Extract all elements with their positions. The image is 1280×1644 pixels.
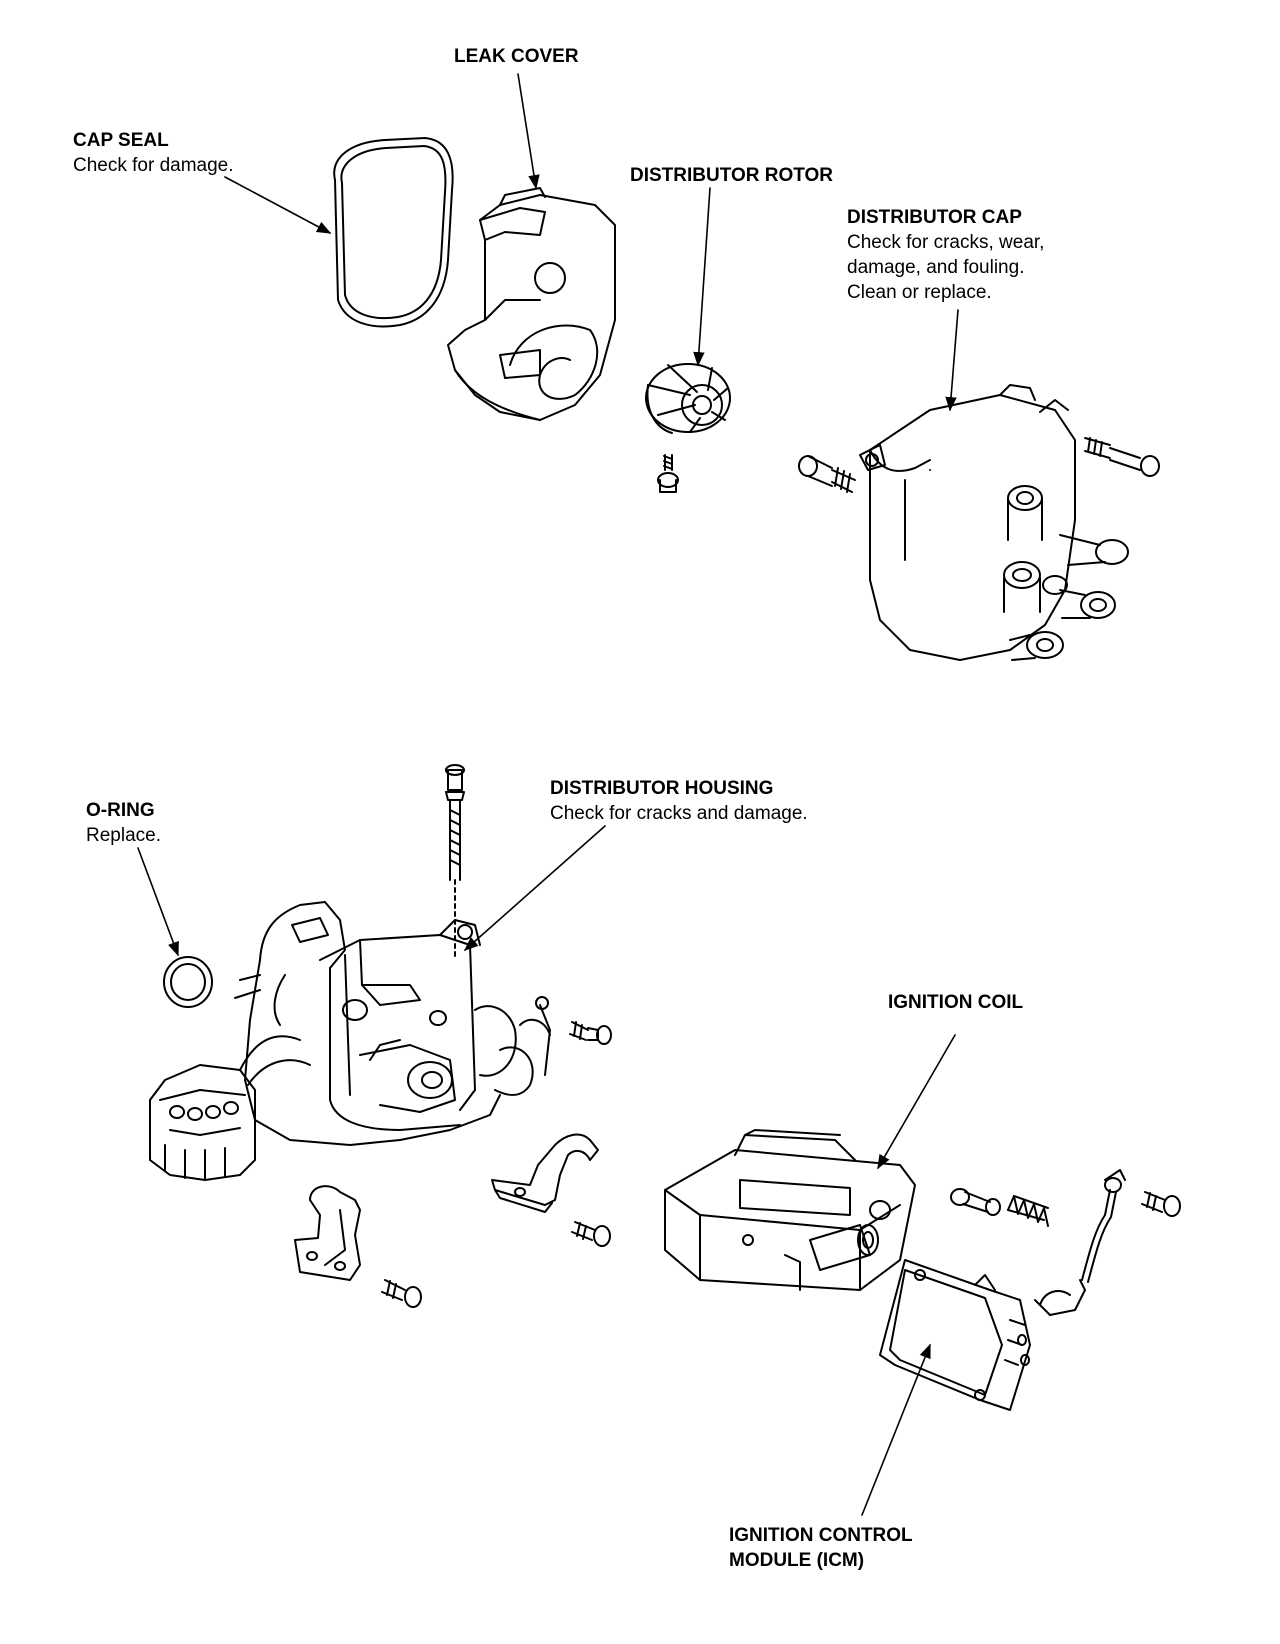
distributor-cap-note-2: damage, and fouling. [847,257,1025,278]
distributor-housing-note: Check for cracks and damage. [550,803,808,824]
leader-lines [138,74,958,1515]
distributor-housing-part [235,902,550,1145]
cap-seal-label: CAP SEAL Check for damage. [73,128,234,178]
cap-screw-right [1085,438,1159,476]
housing-bolt [446,765,464,960]
distributor-housing-title: DISTRIBUTOR HOUSING [550,778,774,799]
leak-cover-part [448,188,615,420]
ignition-coil-title: IGNITION COIL [888,992,1024,1013]
icm-title-2: MODULE (ICM) [729,1550,865,1571]
distributor-cap-note-3: Clean or replace. [847,282,992,303]
ground-screw [1142,1192,1180,1216]
housing-connector [150,1036,310,1180]
distributor-cap-note-1: Check for cracks, wear, [847,232,1045,253]
icm-part [880,1260,1030,1410]
bracket-clamp-middle [492,1135,598,1212]
distributor-housing-label: DISTRIBUTOR HOUSING Check for cracks and… [550,776,808,826]
ignition-coil-part [665,1130,915,1290]
leak-cover-label: LEAK COVER [454,44,579,69]
distributor-cap-part [860,385,1128,660]
cap-seal-note: Check for damage. [73,155,234,176]
distributor-cap-title: DISTRIBUTOR CAP [847,207,1022,228]
o-ring-note: Replace. [86,825,161,846]
cap-screw-left [799,456,855,492]
distributor-cap-label: DISTRIBUTOR CAP Check for cracks, wear, … [847,205,1044,305]
distributor-rotor-label: DISTRIBUTOR ROTOR [630,163,833,188]
o-ring-part [164,957,212,1007]
bracket-clamp-lower [295,1186,360,1280]
cap-seal-title: CAP SEAL [73,130,169,151]
o-ring-label: O-RING Replace. [86,798,161,848]
cap-seal-part [334,138,452,326]
o-ring-title: O-RING [86,800,155,821]
coil-spring [1008,1196,1048,1226]
distributor-rotor-part [646,364,730,492]
housing-screw-right [570,1022,611,1044]
icm-title-1: IGNITION CONTROL [729,1525,913,1546]
ignition-coil-label: IGNITION COIL [888,990,1023,1015]
distributor-rotor-title: DISTRIBUTOR ROTOR [630,165,834,186]
bracket-screw-lower [382,1280,421,1307]
coil-screw [951,1189,1000,1215]
icm-label: IGNITION CONTROL MODULE (ICM) [729,1523,913,1573]
bracket-screw-middle [572,1222,610,1246]
leak-cover-title: LEAK COVER [454,46,579,67]
ground-wire [1035,1170,1125,1315]
